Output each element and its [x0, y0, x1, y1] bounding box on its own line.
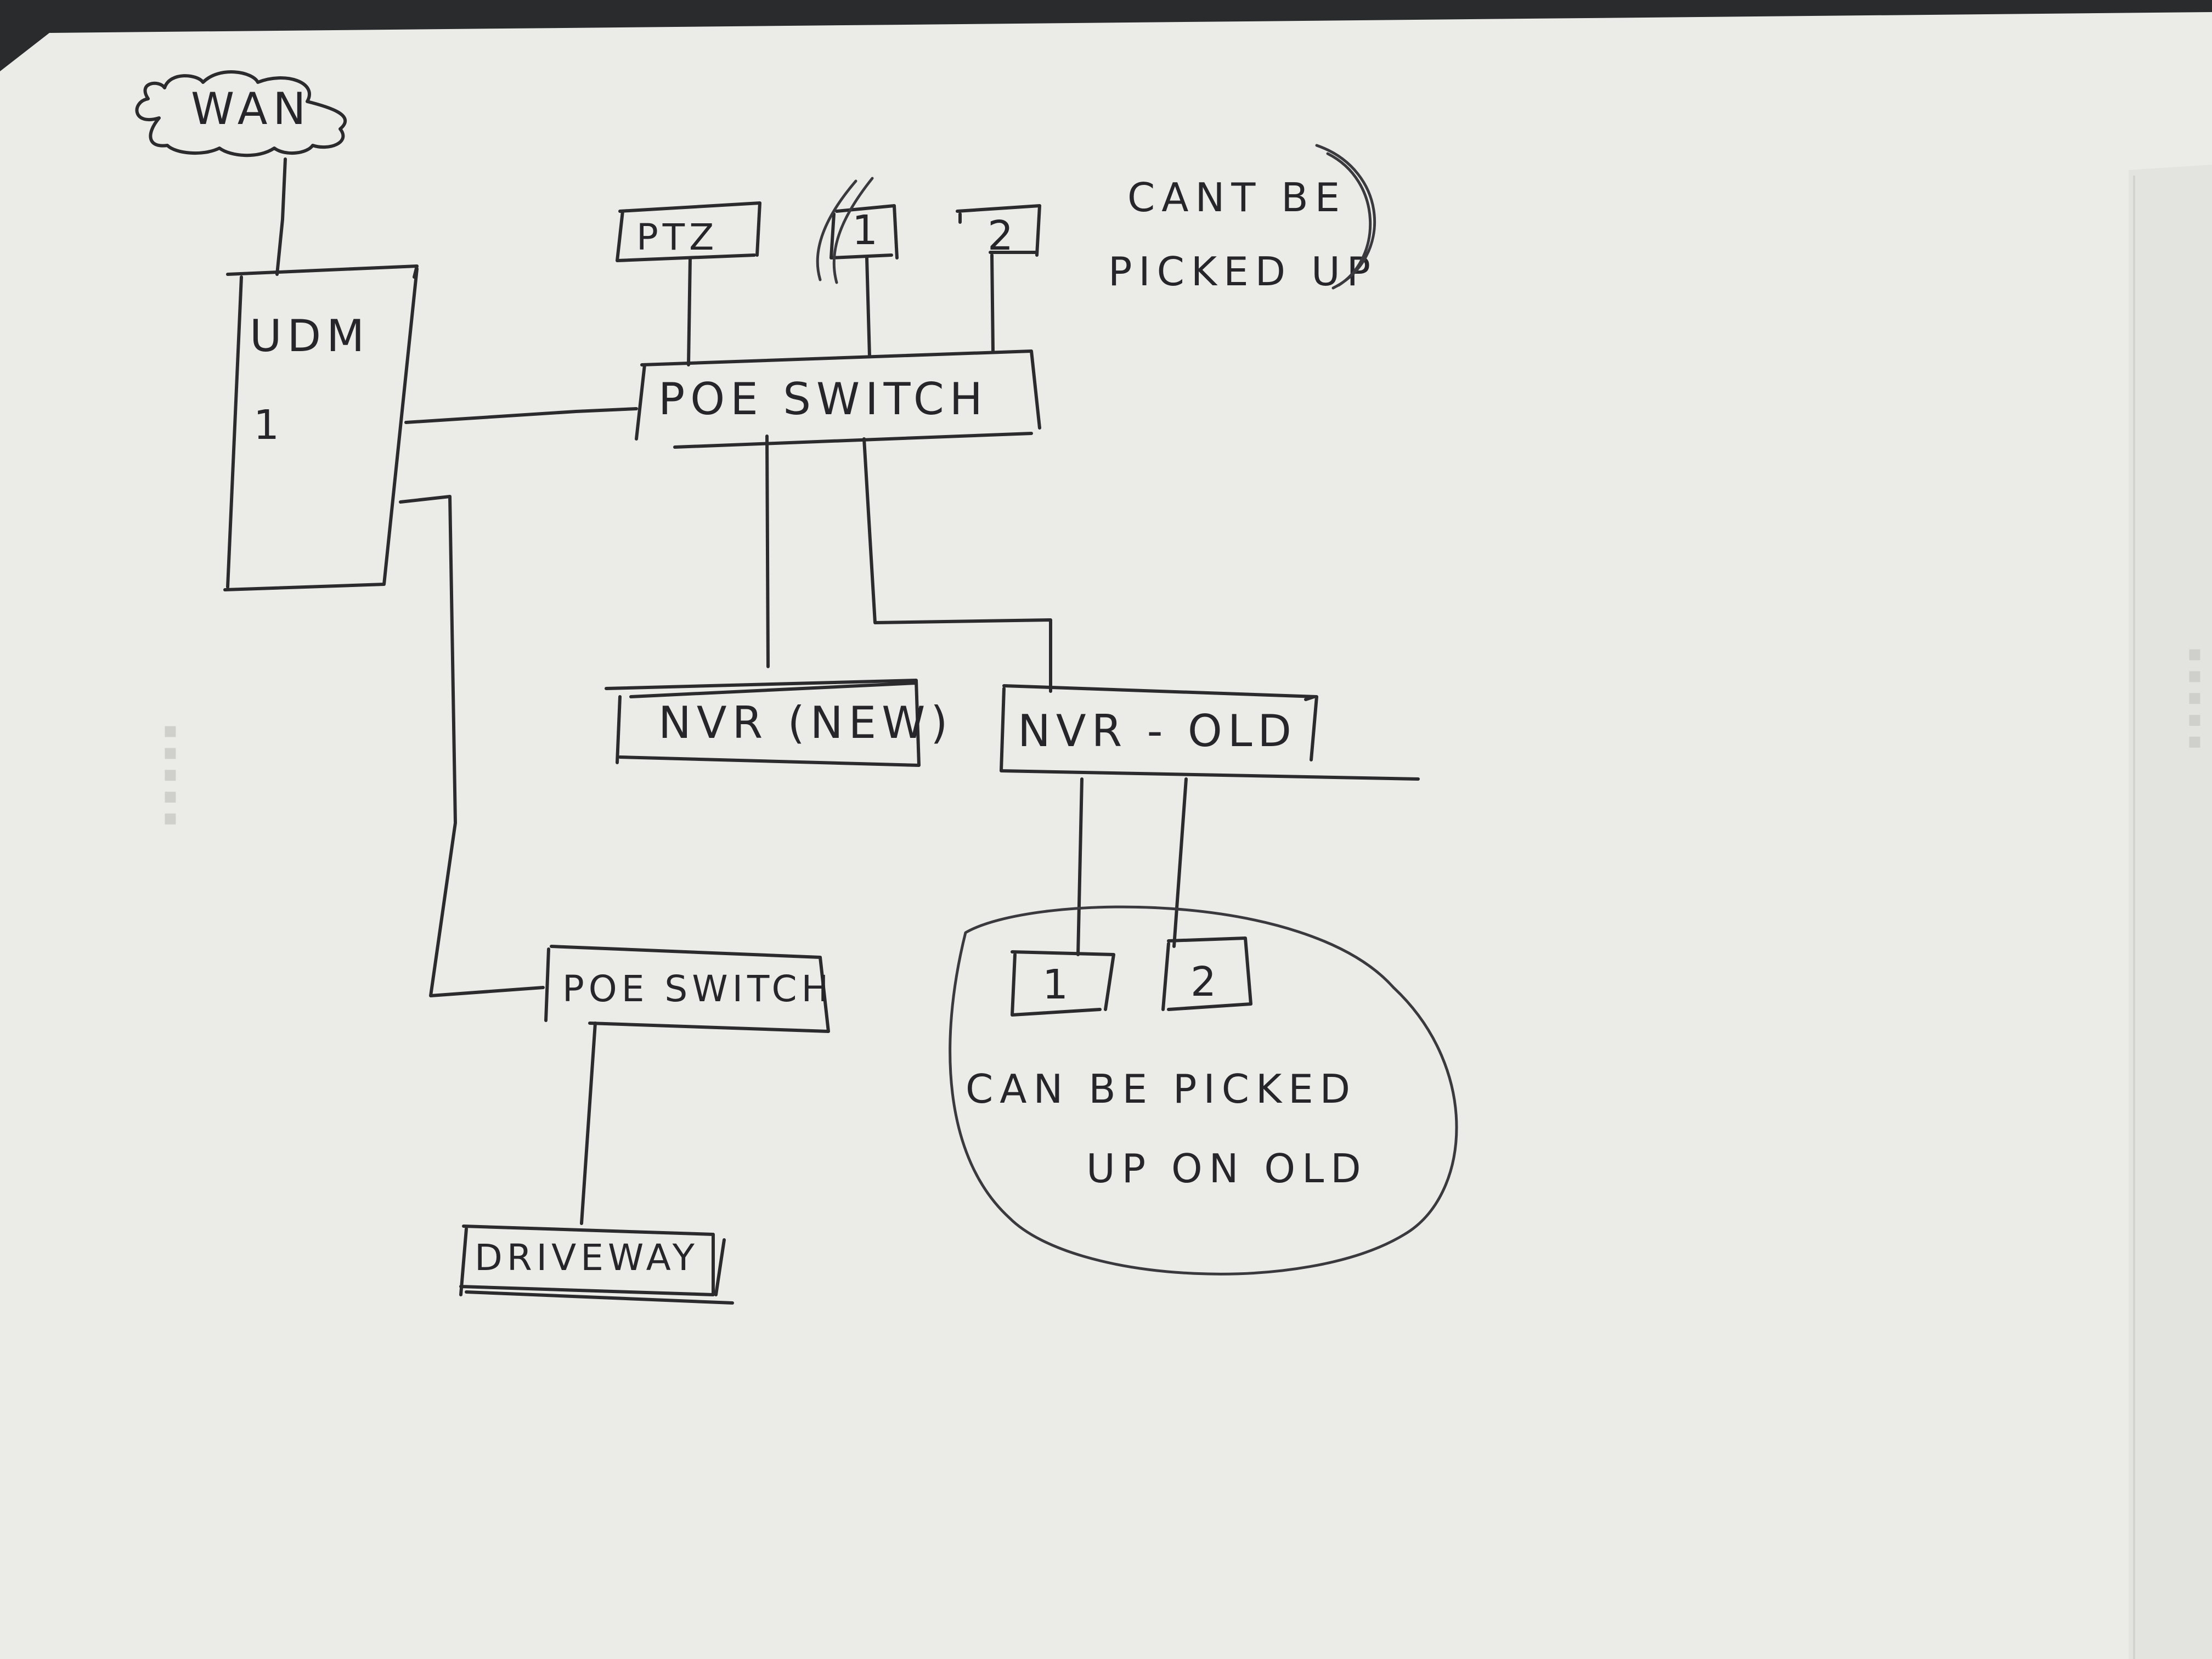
camera-2-top-node: 2: [956, 204, 1041, 259]
poe-switch-bottom-label: POE SWITCH: [562, 968, 833, 1010]
wan-node: WAN: [135, 70, 347, 157]
link-switch-nvr-old: [862, 437, 1052, 693]
camera-1-top-node: 1: [816, 177, 899, 284]
nvr-new-label: NVR (NEW): [658, 697, 953, 748]
nvr-new-node: NVR (NEW): [605, 679, 953, 767]
bracket-icon: [1315, 144, 1376, 290]
driveway-box: [459, 1224, 734, 1305]
note-cant-be-picked-up: CANT BE PICKED UP: [1108, 144, 1377, 295]
link-switch-nvr-new: [765, 435, 770, 668]
camera-2-bottom-box: [1161, 936, 1252, 1011]
paper-edge-shadow: [2129, 165, 2212, 1659]
wan-label: WAN: [191, 83, 311, 134]
paper-sheet: [0, 12, 2212, 1659]
udm-label: UDM: [250, 311, 370, 362]
poe-switch-top-box: [635, 349, 1041, 449]
poe-switch-bottom-node: POE SWITCH: [544, 945, 833, 1033]
note-can-be-line1: CAN BE PICKED: [966, 1066, 1357, 1112]
note-can-be-line2: UP ON OLD: [1086, 1146, 1368, 1192]
udm-box: [223, 264, 419, 591]
camera-2-bottom-label: 2: [1190, 958, 1216, 1006]
note-cant-be-line1: CANT BE: [1127, 174, 1346, 221]
link-camera-2-top-switch: [990, 253, 995, 353]
udm-port-label: 1: [253, 402, 279, 449]
link-switch-driveway: [580, 1022, 597, 1225]
driveway-label: DRIVEWAY: [475, 1237, 699, 1279]
camera-1-bottom-label: 1: [1042, 961, 1068, 1008]
camera-1-bottom-box: [1011, 950, 1115, 1017]
circle-outline: [949, 905, 1458, 1276]
ptz-box: [616, 201, 761, 262]
poe-switch-top-node: POE SWITCH: [635, 349, 1041, 449]
poe-switch-bottom-box: [544, 945, 830, 1033]
poe-switch-top-label: POE SWITCH: [658, 374, 988, 425]
note-cant-be-line2: PICKED UP: [1108, 249, 1377, 295]
ptz-label: PTZ: [636, 216, 718, 258]
nvr-old-node: NVR - OLD: [1000, 684, 1420, 781]
ptz-camera-node: PTZ: [616, 201, 761, 262]
link-udm-poe-switch-top: [404, 407, 638, 424]
camera-1-top-box: [830, 204, 899, 259]
cloud-icon: [135, 70, 347, 157]
udm-node: UDM 1: [223, 264, 419, 591]
link-wan-udm: [275, 157, 287, 276]
nvr-old-label: NVR - OLD: [1018, 706, 1297, 757]
old-nvr-cameras-group: 1 2 CAN BE PICKED UP ON OLD: [949, 905, 1458, 1276]
strike-through-icon: [816, 177, 874, 284]
link-nvr-old-camera-2: [1172, 777, 1188, 948]
camera-1-top-label: 1: [852, 207, 878, 254]
camera-2-top-box: [956, 204, 1041, 257]
nvr-new-box: [605, 679, 921, 767]
link-ptz-switch: [687, 256, 692, 366]
nvr-old-box: [1000, 684, 1420, 781]
show-through-text: ▪ ▪ ▪ ▪ ▪: [2183, 647, 2209, 749]
link-nvr-old-camera-1: [1076, 777, 1084, 956]
link-udm-poe-switch-bottom: [399, 495, 545, 997]
driveway-camera-node: DRIVEWAY: [459, 1224, 734, 1305]
camera-2-top-label: 2: [988, 212, 1013, 259]
link-camera-1-top-switch: [865, 256, 871, 358]
show-through-text: ▪ ▪ ▪ ▪ ▪: [159, 724, 184, 826]
